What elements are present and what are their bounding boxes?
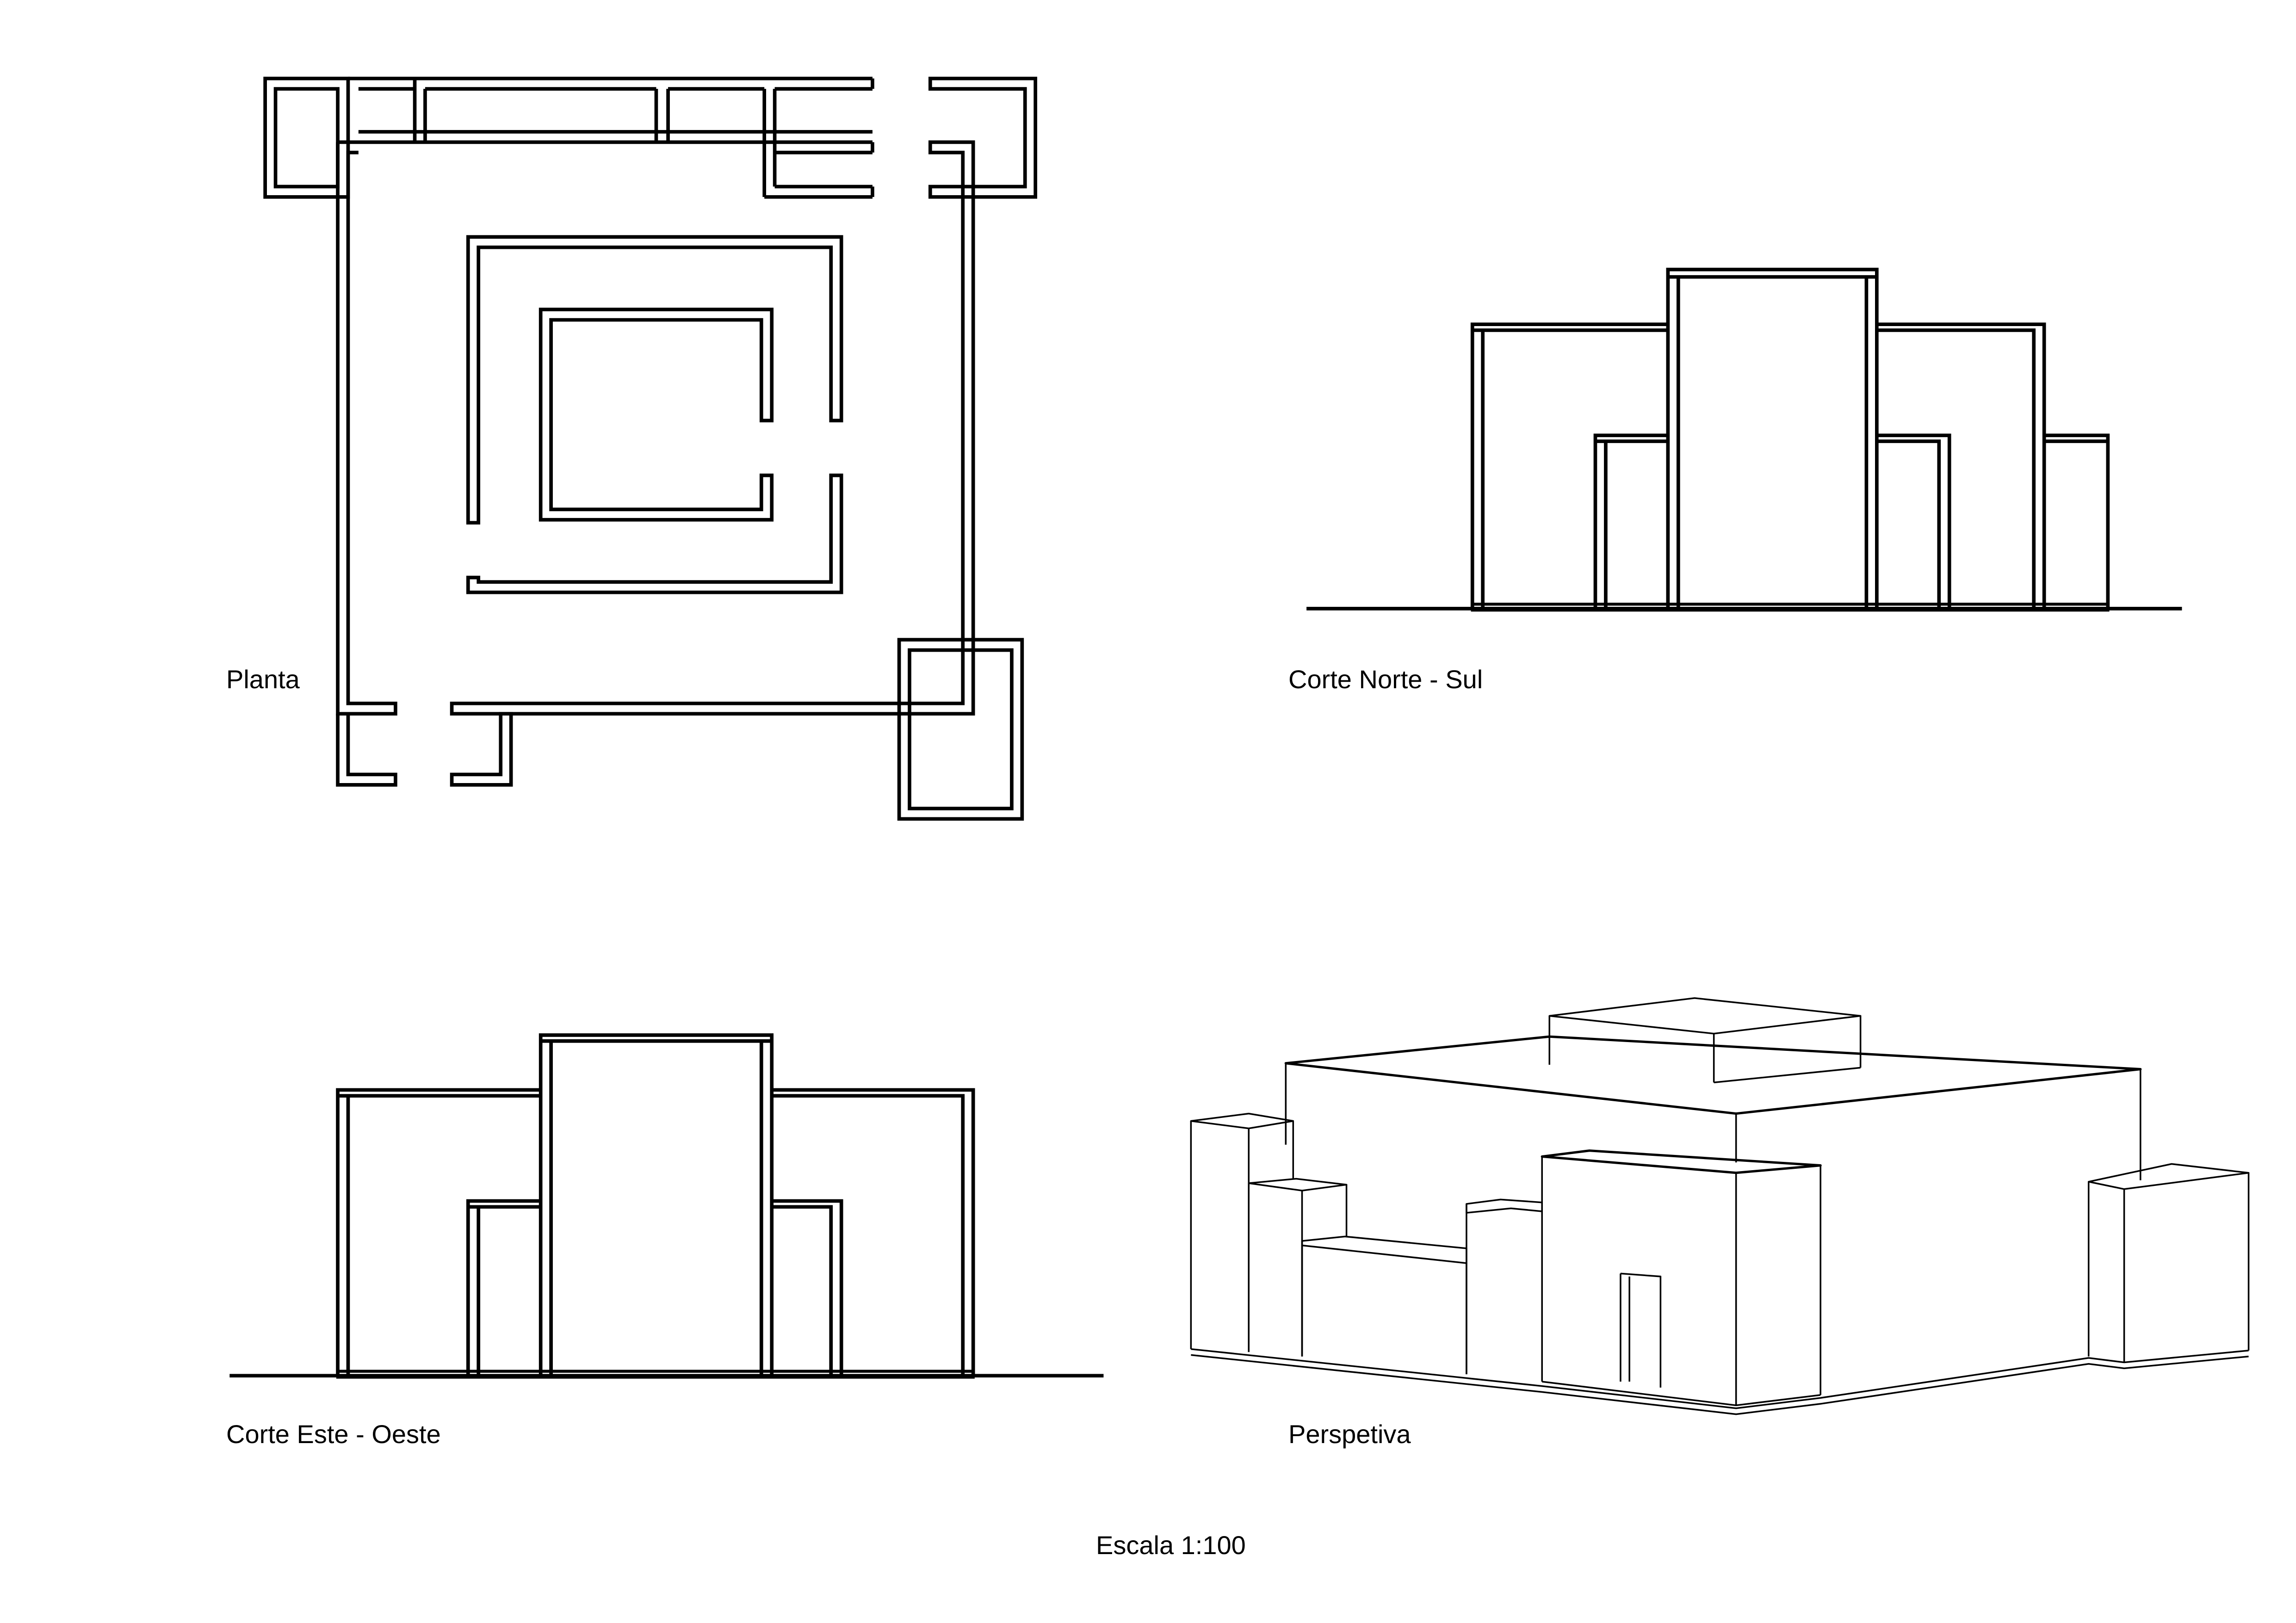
plan-top-band-end xyxy=(764,78,874,199)
plan-top-band-inner xyxy=(358,87,873,134)
plan-drawing xyxy=(263,76,1037,821)
ns-far-right-block xyxy=(2044,433,2110,609)
persp-left-low-wall-face xyxy=(1301,1245,1467,1375)
persp-right-block-top xyxy=(2087,1163,2250,1190)
label-section-east-west: Corte Este - Oeste xyxy=(226,1419,441,1449)
perspective-drawing xyxy=(1190,997,2250,1415)
label-perspective: Perspetiva xyxy=(1288,1419,1411,1449)
ew-central-block xyxy=(538,1033,774,1378)
plan-tower-top-left xyxy=(263,76,350,199)
persp-far-left-block xyxy=(1190,1112,1294,1129)
plan-tower-bottom-right xyxy=(897,638,1024,821)
ns-left-low-block xyxy=(1593,433,1668,609)
persp-front-block-walls xyxy=(1541,1156,1821,1407)
plan-bottom-mid-return xyxy=(450,712,513,787)
ns-left-block xyxy=(1470,322,1668,609)
plan-outer-wall xyxy=(450,140,975,716)
section-east-west-drawing xyxy=(229,1033,1104,1379)
persp-left-small-block-walls xyxy=(1248,1183,1348,1357)
ns-floor-slab xyxy=(1471,603,2110,612)
ns-central-block xyxy=(1666,267,1879,611)
persp-front-block-top xyxy=(1541,1149,1822,1174)
persp-roof-box-sides xyxy=(1548,1016,1862,1084)
ew-central-block-inner xyxy=(540,1039,772,1376)
label-section-north-south: Corte Norte - Sul xyxy=(1288,665,1483,694)
persp-left-low-wall xyxy=(1301,1235,1467,1264)
persp-left-mid-block xyxy=(1466,1198,1543,1214)
persp-plinth xyxy=(1191,1348,2249,1415)
ew-right-low-block xyxy=(772,1199,843,1376)
ew-left-block xyxy=(336,1088,541,1376)
label-scale: Escala 1:100 xyxy=(1096,1530,1246,1560)
plan-tower-top-left-inner xyxy=(273,87,340,189)
section-north-south-drawing xyxy=(1306,267,2182,612)
persp-left-small-block xyxy=(1248,1178,1348,1191)
plan-tower-top-right xyxy=(928,76,1037,199)
ew-right-block xyxy=(772,1088,975,1376)
ew-left-low-block xyxy=(466,1199,541,1376)
ns-right-block xyxy=(1876,322,2046,609)
plan-middle-ring-bottom xyxy=(466,473,843,594)
label-plan: Planta xyxy=(226,665,300,694)
persp-right-block-walls xyxy=(2087,1173,2250,1363)
plan-top-band-outer xyxy=(348,76,873,144)
persp-door xyxy=(1620,1272,1662,1388)
persp-far-left-block-walls xyxy=(1190,1121,1294,1352)
plan-tower-bottom-right-inner xyxy=(908,648,1014,810)
persp-main-walls xyxy=(1285,1063,2141,1180)
ns-right-low-block xyxy=(1876,433,1951,609)
plan-top-band-walls xyxy=(413,78,777,197)
plan-bottom-left-return xyxy=(336,714,397,787)
plan-middle-ring xyxy=(466,235,843,525)
ns-central-block-inner xyxy=(1668,275,1877,609)
ew-floor-slab xyxy=(336,1370,975,1379)
persp-roof-box-top xyxy=(1548,997,1862,1035)
plan-inner-ring xyxy=(538,308,774,522)
plan-outer-wall-left xyxy=(336,140,397,716)
